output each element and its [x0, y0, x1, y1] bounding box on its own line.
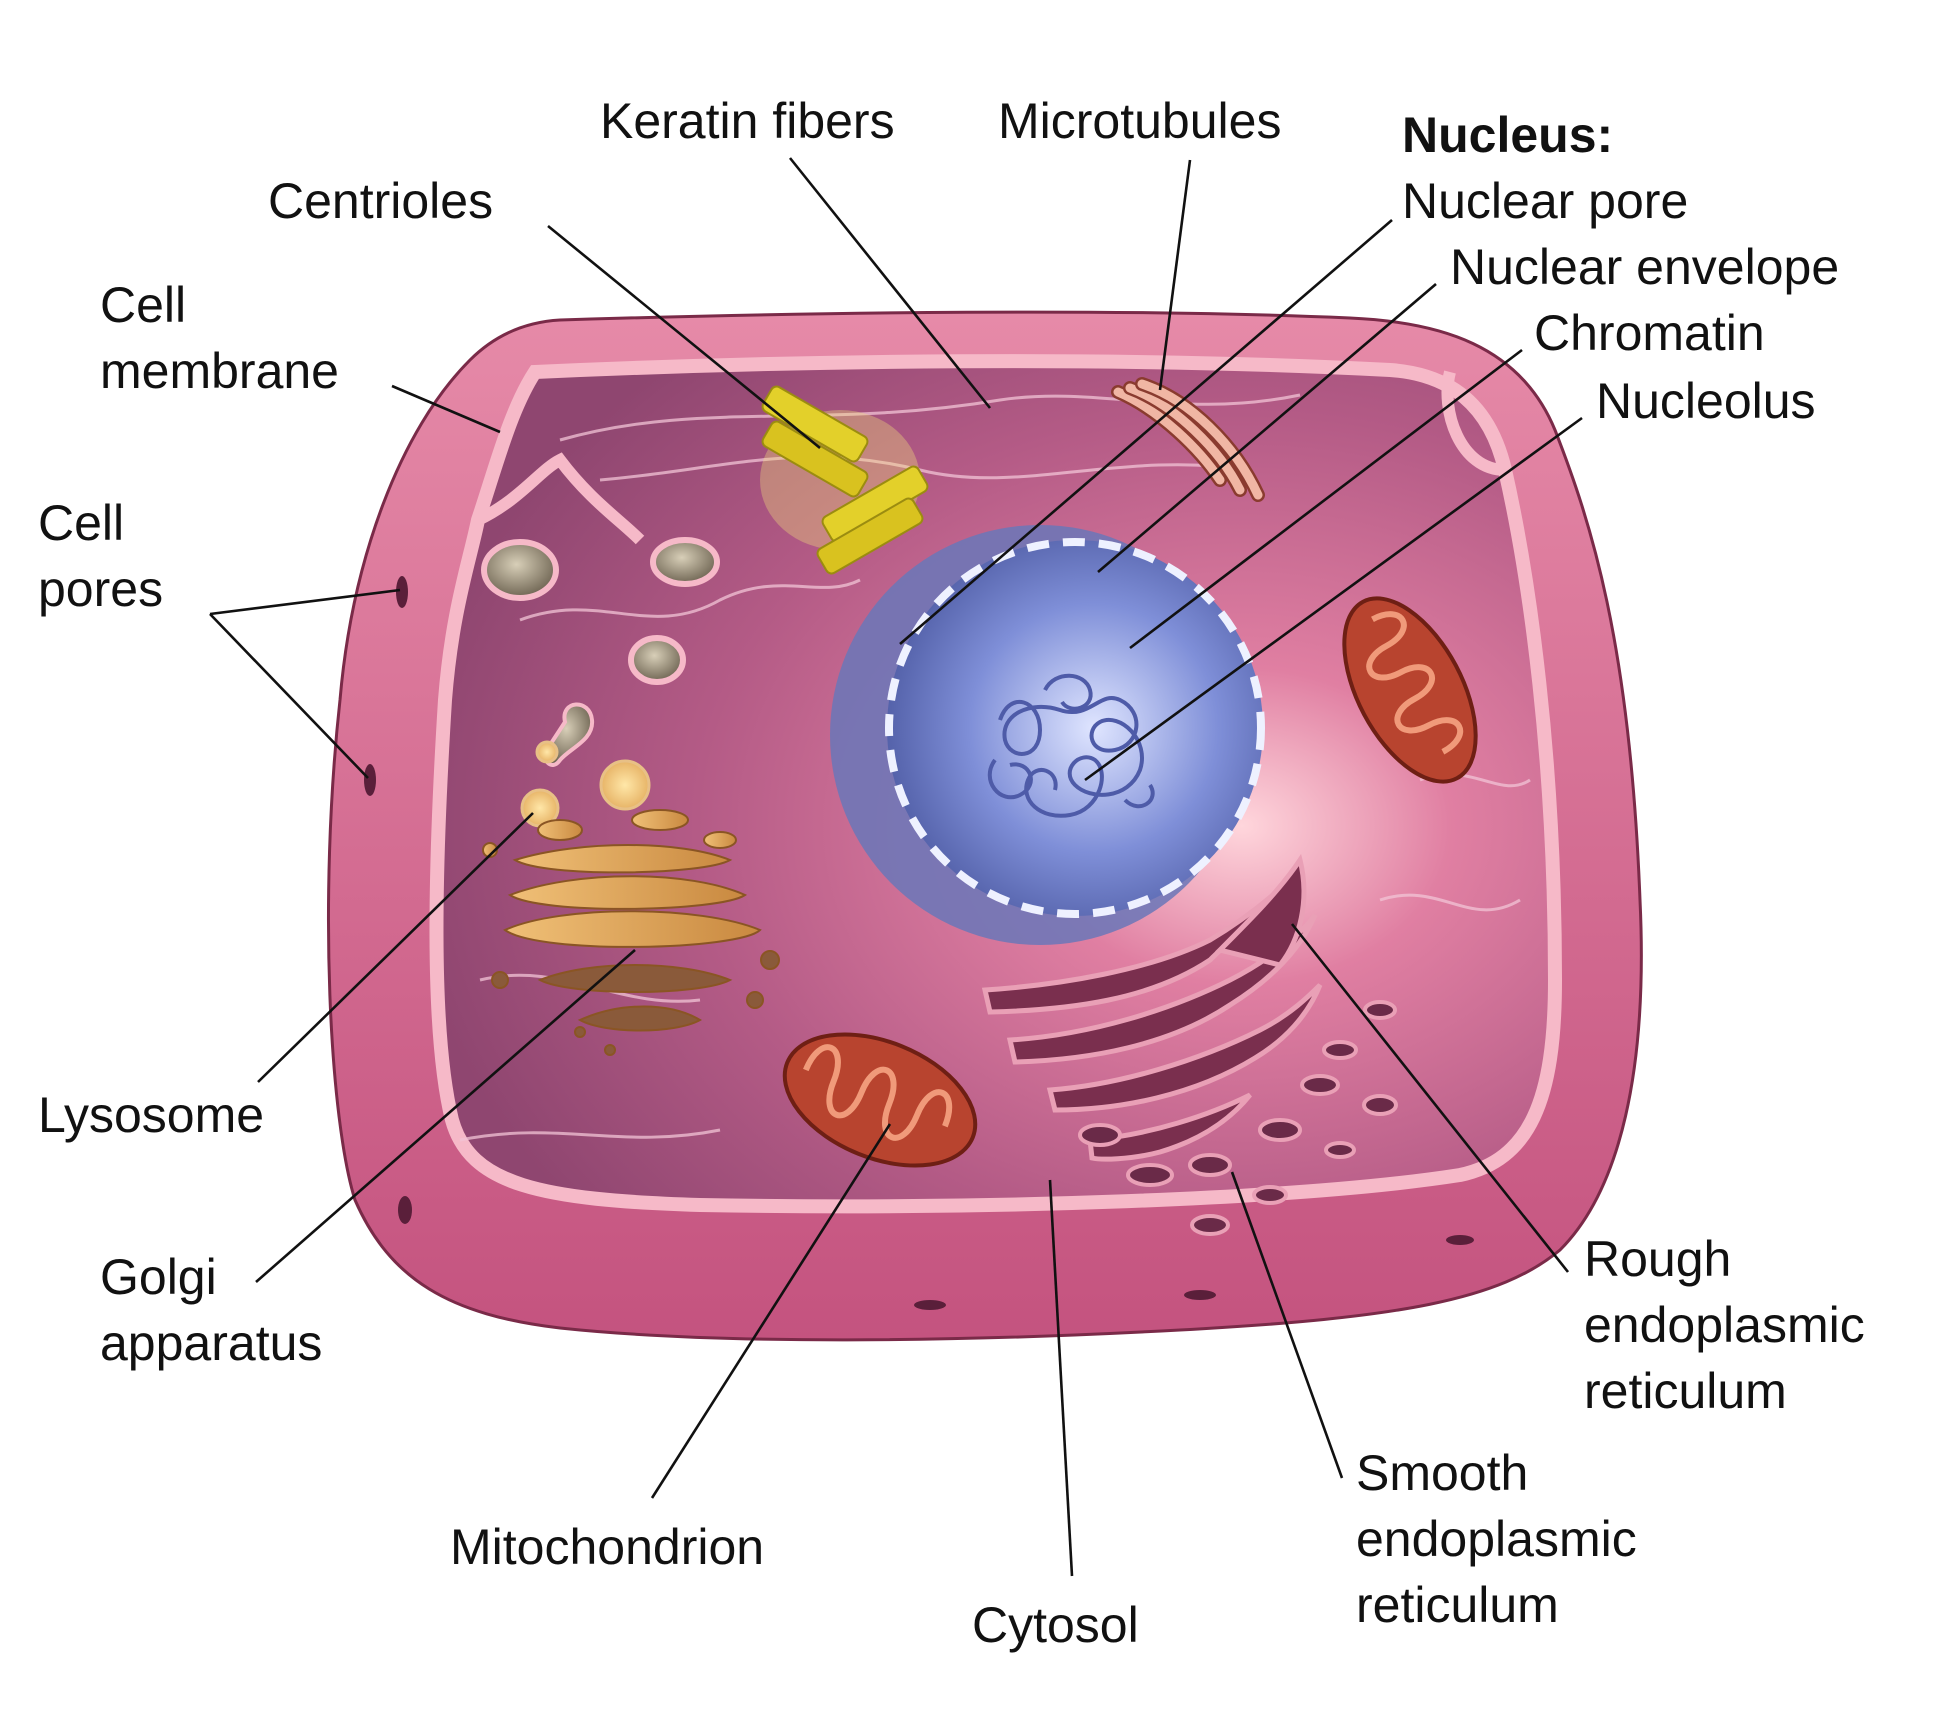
label-microtubules: Microtubules [998, 93, 1281, 149]
lysosomes [520, 740, 651, 828]
leader-golgi [255, 949, 636, 1283]
label-nucleus-heading: Nucleus: [1402, 107, 1613, 163]
label-chromatin: Chromatin [1534, 305, 1765, 361]
chromatin-nucleolus [987, 673, 1155, 818]
leader-lysosome [257, 812, 534, 1083]
leader-nucleolus [1084, 416, 1583, 782]
leader-smooth-er [1230, 1171, 1344, 1479]
label-cell-pores-line2: pores [38, 561, 163, 617]
label-nuclear-envelope: Nuclear envelope [1450, 239, 1839, 295]
rough-er [1046, 983, 1323, 1113]
leader-cell-membrane [391, 384, 501, 434]
nuclear-pores-ring [885, 538, 1265, 918]
mitochondrion [1342, 596, 1478, 784]
rough-er [1087, 1092, 1252, 1162]
leader-microtubules [1158, 159, 1192, 391]
cell-pore [1184, 1290, 1216, 1300]
label-rough-er-line1: Rough [1584, 1231, 1731, 1287]
label-keratin-fibers: Keratin fibers [600, 93, 895, 149]
membrane-fold [1441, 370, 1506, 476]
rough-er [1215, 853, 1307, 968]
label-smooth-er-line2: endoplasmic [1356, 1511, 1637, 1567]
label-cell-membrane-line2: membrane [100, 343, 339, 399]
leader-cell-pore-1 [209, 588, 401, 616]
leader-nuclear-pore [899, 219, 1393, 645]
label-centrioles: Centrioles [268, 173, 493, 229]
label-cell-membrane-line1: Cell [100, 277, 186, 333]
label-golgi-line2: apparatus [100, 1315, 322, 1371]
cell-pore [914, 1300, 946, 1310]
leader-keratin [788, 157, 992, 409]
leader-cytosol [1048, 1179, 1074, 1577]
mitochondrion [782, 1032, 978, 1168]
label-cell-pores-line1: Cell [38, 495, 124, 551]
label-cytosol: Cytosol [972, 1597, 1139, 1653]
leader-nuclear-envelope [1097, 283, 1437, 573]
label-mitochondrion: Mitochondrion [450, 1519, 764, 1575]
golgi-apparatus [482, 809, 780, 1056]
centrioles [760, 385, 929, 575]
cell-pore [396, 576, 408, 608]
rough-er [1006, 913, 1318, 1065]
leader-cell-pore-2 [209, 613, 369, 779]
labels: Keratin fibers Microtubules Nucleus: Nuc… [38, 93, 1865, 1653]
endoplasmic-reticulum [981, 853, 1398, 1236]
label-golgi-line1: Golgi [100, 1249, 217, 1305]
leader-rough-er [1290, 923, 1570, 1273]
label-nuclear-pore: Nuclear pore [1402, 173, 1688, 229]
label-lysosome: Lysosome [38, 1087, 264, 1143]
membrane-fold [475, 452, 645, 545]
mitochondria [782, 596, 1478, 1168]
microtubules [1111, 377, 1265, 502]
nucleus [830, 525, 1265, 945]
label-smooth-er-line1: Smooth [1356, 1445, 1528, 1501]
cell-pore [364, 764, 376, 796]
leader-chromatin [1129, 348, 1523, 650]
cell-pore [398, 1196, 412, 1224]
vesicles [481, 537, 720, 767]
nucleoplasm [887, 540, 1263, 916]
smooth-er [1078, 1000, 1398, 1236]
cell-pore [1446, 1235, 1474, 1245]
leader-mitochondrion [650, 1123, 892, 1499]
leader-lines [209, 157, 1583, 1577]
label-rough-er-line2: endoplasmic [1584, 1297, 1865, 1353]
label-rough-er-line3: reticulum [1584, 1363, 1787, 1419]
leader-centrioles [547, 224, 821, 450]
label-smooth-er-line3: reticulum [1356, 1577, 1559, 1633]
label-nucleolus: Nucleolus [1596, 373, 1816, 429]
